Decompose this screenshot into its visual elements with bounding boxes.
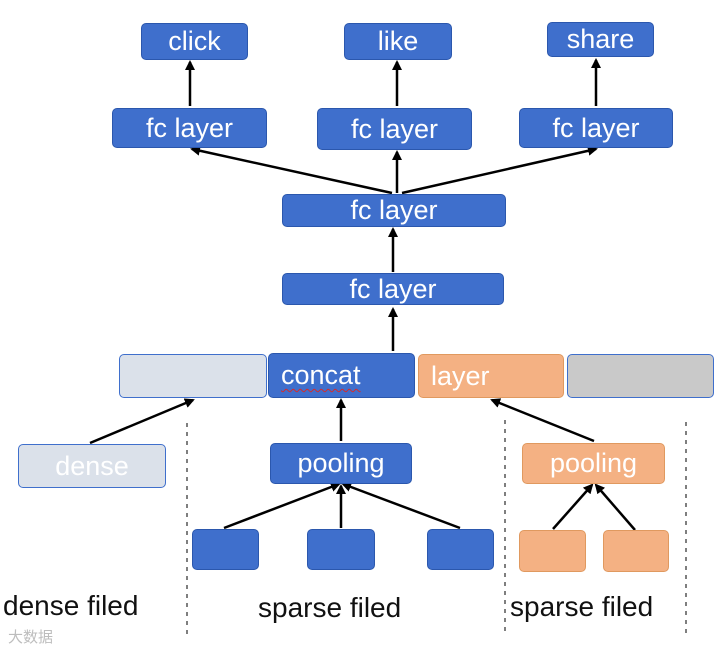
fc-layer-shared-top-label: fc layer (350, 195, 438, 225)
arrow-pooling2-to-layer (490, 398, 595, 443)
arrow-block5-to-pooling2 (594, 483, 636, 531)
concat-block: concat (268, 353, 415, 398)
concat-label: concat (281, 360, 361, 390)
fc-layer-share: fc layer (519, 108, 673, 148)
arrow-block1-to-pooling (223, 482, 341, 530)
dense-embedding-slot (119, 354, 267, 398)
fc-layer-share-label: fc layer (552, 112, 640, 143)
layer-label: layer (431, 360, 490, 391)
pooling-sparse-2-label: pooling (549, 448, 638, 478)
sparse-feature-block-4 (519, 530, 586, 572)
output-share-label: share (566, 24, 635, 54)
dense-input-label: dense (55, 450, 129, 481)
arrow-block4-to-pooling2 (552, 483, 594, 530)
arrow-block3-to-pooling (341, 482, 461, 530)
output-like-label: like (377, 26, 419, 56)
fc-layer-click: fc layer (112, 108, 267, 148)
fc-layer-click-label: fc layer (145, 112, 234, 143)
fc-layer-shared-bottom-label: fc layer (349, 273, 437, 304)
sparse-feature-block-2 (307, 529, 375, 570)
gray-slot (567, 354, 714, 398)
fc-layer-shared-bottom: fc layer (282, 273, 504, 305)
sparse-feature-block-1 (192, 529, 259, 570)
arrow-dense-to-concat (89, 398, 195, 445)
sparse-filed-label-1: sparse filed (258, 592, 402, 623)
output-click: click (141, 23, 248, 60)
fc-layer-like-label: fc layer (350, 113, 439, 144)
dense-filed-label: dense filed (3, 590, 139, 621)
arrow-shared-to-fc-left (190, 145, 393, 195)
sparse-filed-label-2: sparse filed (510, 591, 654, 622)
fc-layer-like: fc layer (317, 108, 472, 150)
arrow-shared-to-fc-right (401, 145, 598, 195)
output-like: like (344, 23, 452, 60)
pooling-sparse-2: pooling (522, 443, 665, 484)
output-share: share (547, 22, 654, 57)
sparse-feature-block-3 (427, 529, 494, 570)
pooling-sparse-1-label: pooling (297, 448, 385, 478)
dense-input: dense (18, 444, 166, 488)
pooling-sparse-1: pooling (270, 443, 412, 484)
sparse-feature-block-5 (603, 530, 669, 572)
watermark: 大数据 (8, 629, 54, 646)
output-click-label: click (168, 26, 221, 56)
fc-layer-shared-top: fc layer (282, 194, 506, 227)
layer-block: layer (418, 354, 564, 398)
